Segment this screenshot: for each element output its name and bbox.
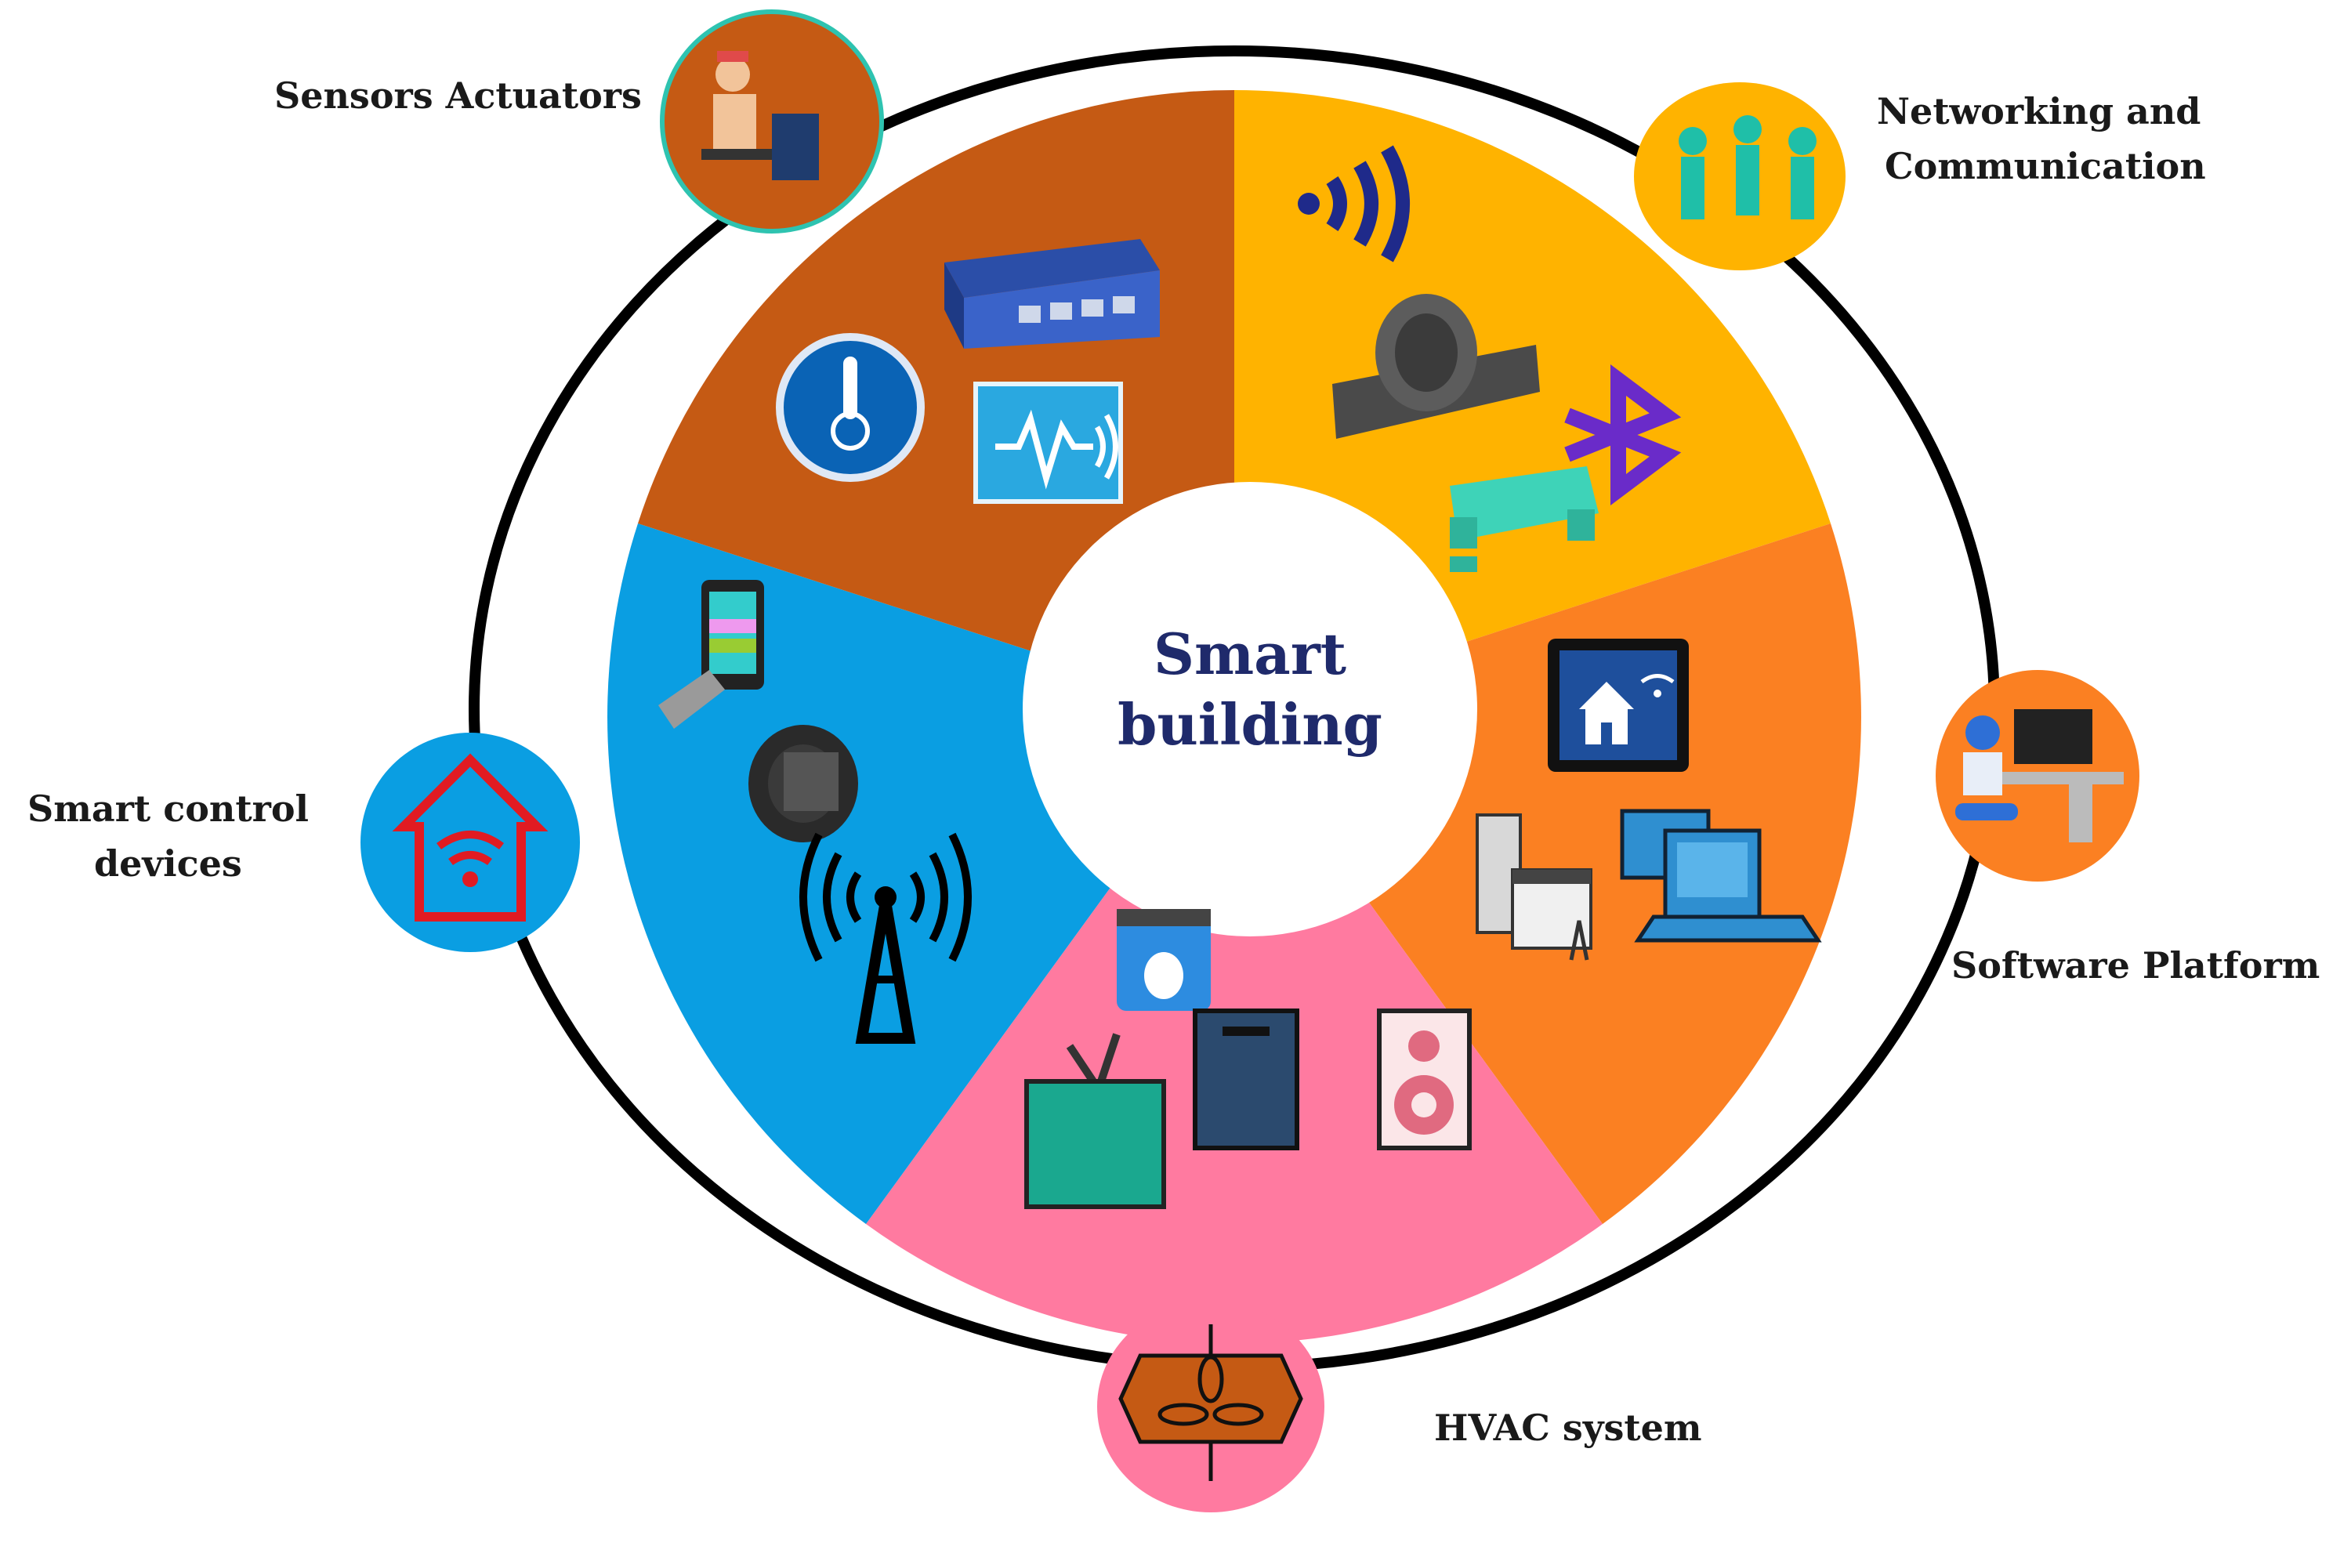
smartphone-hand-icon bbox=[658, 580, 764, 729]
networking-label-line1: Networking and bbox=[1877, 90, 2201, 132]
network-switch-icon bbox=[944, 239, 1160, 349]
center-circle bbox=[1023, 482, 1477, 936]
computer-terminal-icon bbox=[1620, 809, 1822, 943]
networking-badge bbox=[1634, 82, 1846, 270]
server-window-icon bbox=[1476, 813, 1592, 961]
connector-cable-icon bbox=[1450, 466, 1599, 572]
hvac-badge bbox=[1097, 1301, 1324, 1512]
sensors-actuators-badge bbox=[660, 9, 884, 234]
smart-panel-icon bbox=[1193, 1009, 1299, 1150]
smart-control-badge bbox=[360, 733, 580, 952]
center-title-line1: Smart bbox=[1154, 621, 1346, 687]
vibration-sensor-icon bbox=[973, 382, 1123, 504]
thermometer-gauge-icon bbox=[776, 333, 925, 482]
ceiling-fan-icon bbox=[1118, 1324, 1303, 1481]
sensors-actuators-label: Sensors Actuators bbox=[274, 74, 642, 117]
tv-icon bbox=[1024, 1033, 1166, 1209]
software-platform-badge bbox=[1936, 670, 2139, 882]
radio-tower-icon bbox=[799, 832, 972, 1044]
center-title-line2: building bbox=[1118, 691, 1382, 758]
people-network-icon bbox=[1679, 115, 1817, 219]
networking-label-line2: Communication bbox=[1885, 145, 2206, 187]
speaker-icon bbox=[1377, 1009, 1472, 1150]
bluetooth-icon bbox=[1564, 364, 1682, 505]
person-at-terminal-icon bbox=[701, 51, 819, 180]
developer-desk-icon bbox=[1955, 709, 2124, 842]
flow-meter-icon bbox=[1332, 294, 1540, 439]
smart-control-label-line2: devices bbox=[94, 842, 242, 885]
wireless-signal-icon bbox=[1298, 145, 1410, 263]
smartwatch-icon bbox=[748, 725, 858, 842]
tablet-home-icon bbox=[1548, 639, 1689, 772]
browser-app-icon bbox=[1117, 909, 1211, 1011]
software-platform-label: Software Platform bbox=[1951, 944, 2320, 987]
hvac-label: HVAC system bbox=[1434, 1407, 1702, 1449]
smart-control-label-line1: Smart control bbox=[27, 788, 309, 830]
smart-home-wifi-icon bbox=[392, 753, 549, 922]
